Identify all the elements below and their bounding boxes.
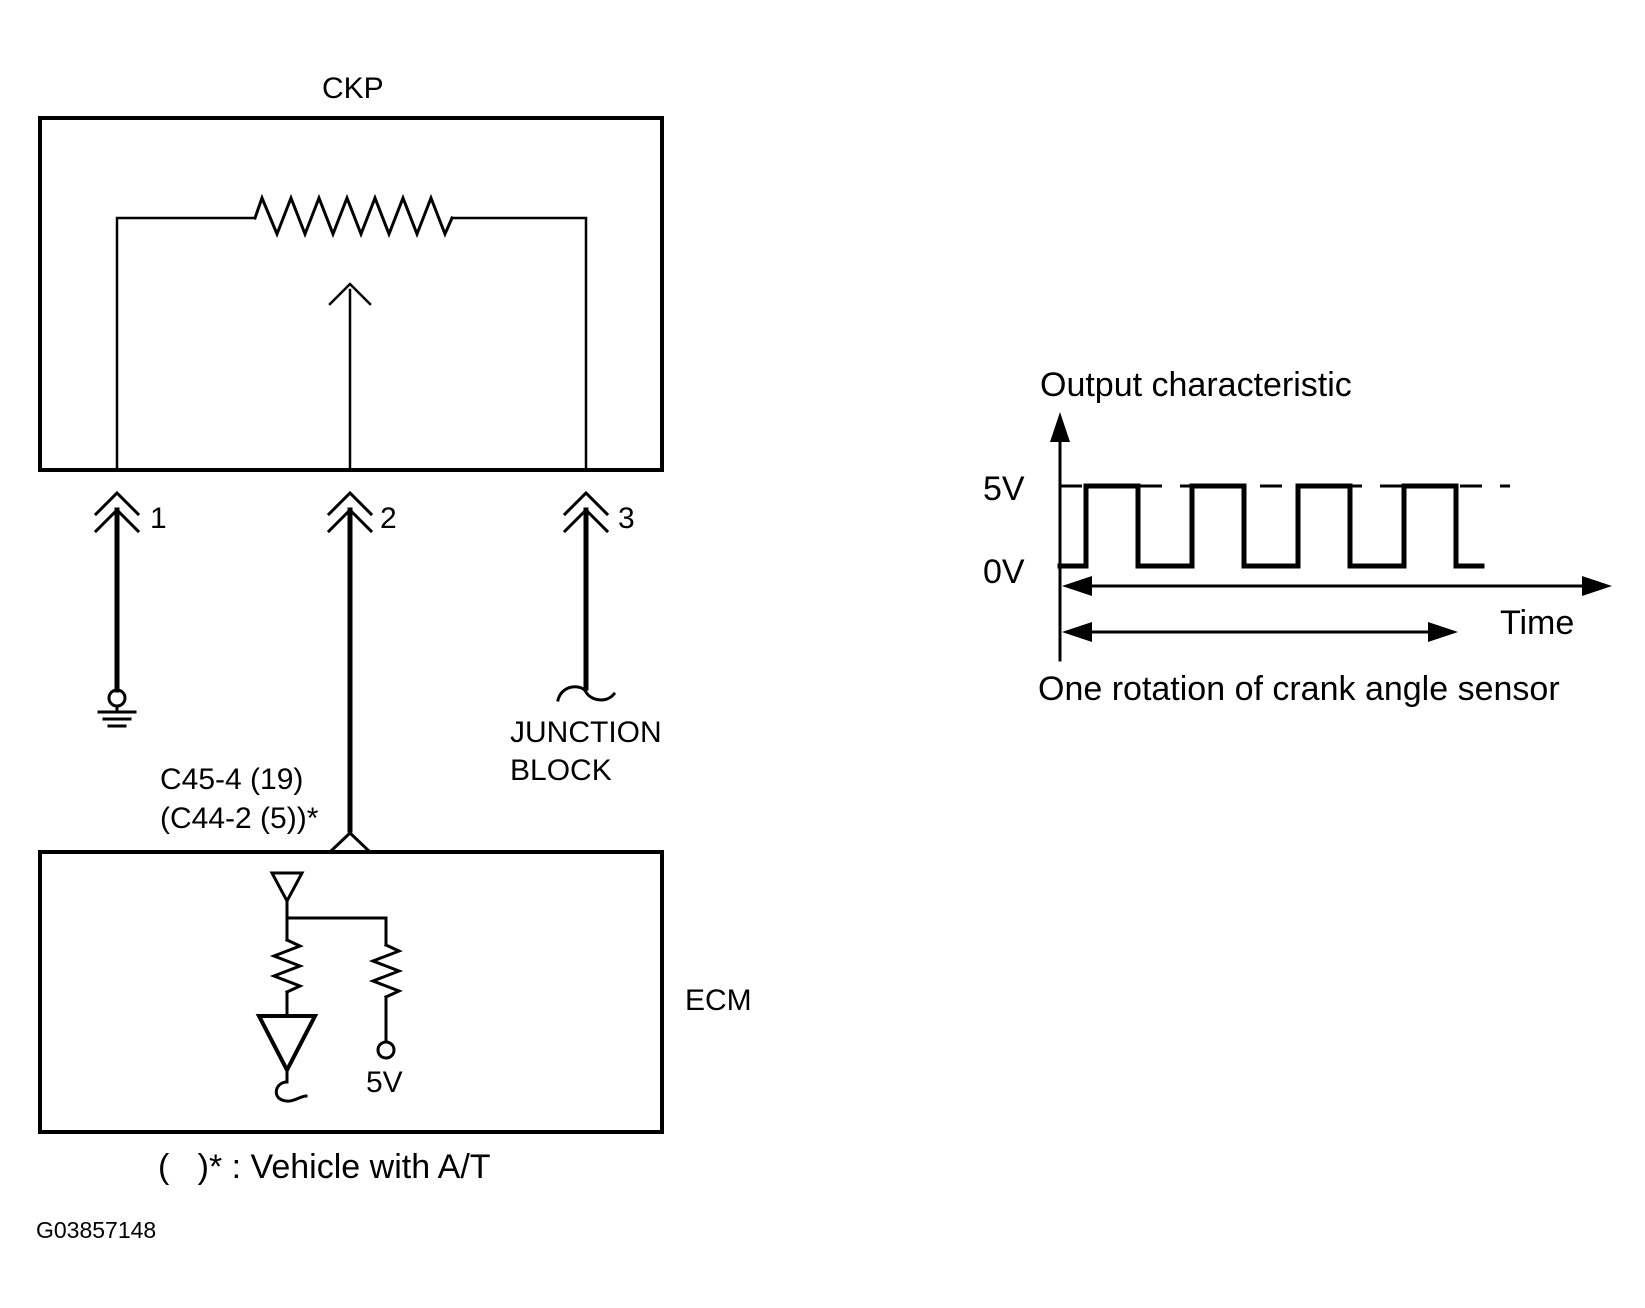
junction-block-icon (556, 685, 617, 702)
footnote: ( )* : Vehicle with A/T (158, 1148, 491, 1186)
connector-code-line1: C45-4 (19) (160, 763, 303, 796)
output-characteristic-graph: Output characteristic 5V 0V Time One rot… (983, 366, 1612, 708)
resistor-icon (253, 193, 454, 239)
pin-1-label: 1 (150, 502, 167, 535)
ecm-label: ECM (685, 984, 752, 1017)
pin-3-label: 3 (618, 502, 635, 535)
ecm-ground-curl-icon (274, 1068, 308, 1103)
rotation-caption: One rotation of crank angle sensor (1038, 670, 1560, 708)
rotation-span-left-arrow-icon (1062, 622, 1092, 642)
time-axis-left-arrow-icon (1062, 576, 1092, 596)
resistor-icon (368, 943, 404, 999)
ckp-internal-wire-left (115, 216, 257, 472)
supply-terminal-icon (376, 1040, 396, 1060)
ecm-supply-label: 5V (366, 1066, 403, 1099)
graph-0v-label: 0V (983, 553, 1025, 591)
connector-code-line2: (C44-2 (5))* (160, 802, 319, 835)
input-buffer-icon (269, 871, 305, 905)
ckp-potentiometer (115, 193, 588, 472)
ecm-internal-circuit: 5V (255, 871, 404, 1103)
ecm-input-connector (327, 830, 373, 855)
ckp-internal-wire-right (450, 216, 588, 472)
square-wave-signal (1057, 483, 1485, 569)
junction-block-label-line2: BLOCK (510, 754, 612, 787)
figure-id: G03857148 (36, 1217, 156, 1243)
ground-icon (97, 688, 137, 728)
graph-title: Output characteristic (1040, 366, 1352, 404)
amplifier-icon (255, 1014, 319, 1075)
time-axis-right-arrow-icon (1582, 576, 1612, 596)
ecm-box (38, 850, 664, 1134)
time-axis-label: Time (1500, 604, 1574, 642)
wiper-arrow-icon (328, 282, 372, 306)
pin-2-label: 2 (380, 502, 397, 535)
y-axis-arrow-icon (1050, 412, 1070, 442)
ckp-label: CKP (322, 72, 384, 105)
rotation-span-right-arrow-icon (1428, 622, 1458, 642)
junction-block-label-line1: JUNCTION (510, 716, 662, 749)
resistor-icon (269, 938, 305, 994)
graph-5v-label: 5V (983, 470, 1025, 508)
